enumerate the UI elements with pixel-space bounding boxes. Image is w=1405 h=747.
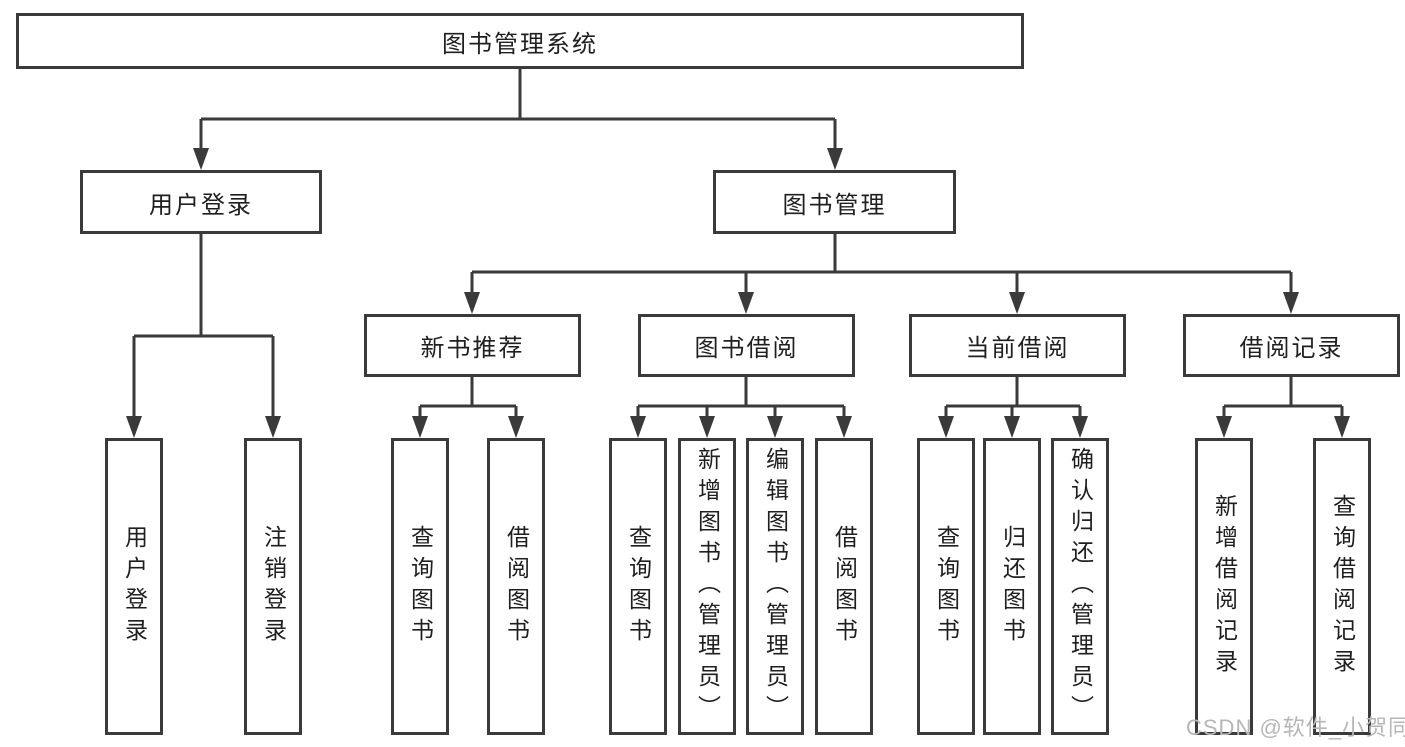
node-leaf-query-books-2: 查询图书	[609, 438, 667, 735]
node-leaf-borrow-books-1: 借阅图书	[487, 438, 545, 735]
node-leaf-add-book-admin: 新增图书（管理员）	[678, 438, 736, 735]
node-leaf-query-borrow-record: 查询借阅记录	[1313, 438, 1371, 735]
node-label: 查询图书	[933, 524, 960, 649]
node-label: 编辑图书（管理员）	[762, 447, 789, 726]
node-leaf-query-books-3: 查询图书	[917, 438, 975, 735]
node-label: 当前借阅	[965, 335, 1070, 362]
node-leaf-query-books-1: 查询图书	[391, 438, 449, 735]
node-label: 图书管理	[782, 191, 887, 219]
arrow-down-icon	[1004, 416, 1020, 438]
node-label: 借阅图书	[503, 524, 530, 649]
arrow-down-icon	[412, 416, 428, 438]
arrow-down-icon	[1009, 292, 1025, 314]
connector-lines-borrow-records	[1222, 377, 1344, 429]
node-label: 确认归还（管理员）	[1067, 447, 1094, 726]
node-label: 新增借阅记录	[1211, 493, 1238, 680]
arrow-down-icon	[699, 416, 715, 438]
node-label: 借阅记录	[1239, 335, 1344, 362]
watermark: CSDN @软件_小贺同学	[1186, 715, 1405, 740]
arrow-down-icon	[1283, 292, 1299, 314]
node-book-management: 图书管理	[713, 170, 956, 234]
node-label: 图书借阅	[694, 335, 799, 362]
node-label: 新增图书（管理员）	[694, 447, 721, 726]
arrow-down-icon	[1334, 416, 1350, 438]
node-leaf-edit-book-admin: 编辑图书（管理员）	[746, 438, 804, 735]
arrow-down-icon	[508, 416, 524, 438]
connector-lines-root	[199, 69, 837, 161]
arrow-down-icon	[1216, 416, 1232, 438]
connector-lines-new-book	[418, 377, 518, 429]
node-label: 查询借阅记录	[1329, 493, 1356, 680]
node-new-book-recommend: 新书推荐	[364, 314, 581, 377]
node-current-borrow: 当前借阅	[909, 314, 1126, 377]
node-label: 查询图书	[625, 524, 652, 649]
node-root: 图书管理系统	[16, 13, 1024, 69]
node-user-login: 用户登录	[80, 170, 322, 234]
connector-lines-book-borrow	[636, 377, 846, 429]
node-label: 用户登录	[121, 524, 148, 649]
arrow-down-icon	[938, 416, 954, 438]
node-borrow-records: 借阅记录	[1183, 314, 1400, 377]
node-label: 归还图书	[999, 524, 1026, 649]
arrow-down-icon	[738, 292, 754, 314]
connector-lines-user-login	[132, 234, 275, 429]
node-leaf-return-book: 归还图书	[983, 438, 1041, 735]
node-leaf-user-login: 用户登录	[105, 438, 163, 735]
connector-lines-book-management	[470, 234, 1293, 305]
node-leaf-borrow-books-2: 借阅图书	[815, 438, 873, 735]
arrow-down-icon	[193, 148, 209, 170]
arrow-down-icon	[836, 416, 852, 438]
node-label: 查询图书	[407, 524, 434, 649]
node-leaf-confirm-return-admin: 确认归还（管理员）	[1051, 438, 1109, 735]
arrow-down-icon	[1072, 416, 1088, 438]
node-leaf-add-borrow-record: 新增借阅记录	[1195, 438, 1253, 735]
arrow-down-icon	[265, 416, 281, 438]
arrow-down-icon	[630, 416, 646, 438]
arrow-down-icon	[827, 148, 843, 170]
node-label: 用户登录	[149, 191, 253, 219]
node-label: 新书推荐	[420, 335, 525, 362]
node-label: 注销登录	[260, 524, 287, 649]
node-label: 借阅图书	[831, 524, 858, 649]
node-root-label: 图书管理系统	[442, 30, 598, 58]
arrow-down-icon	[126, 416, 142, 438]
node-book-borrow: 图书借阅	[638, 314, 855, 377]
arrow-down-icon	[464, 292, 480, 314]
arrow-down-icon	[767, 416, 783, 438]
node-leaf-logout: 注销登录	[244, 438, 302, 735]
